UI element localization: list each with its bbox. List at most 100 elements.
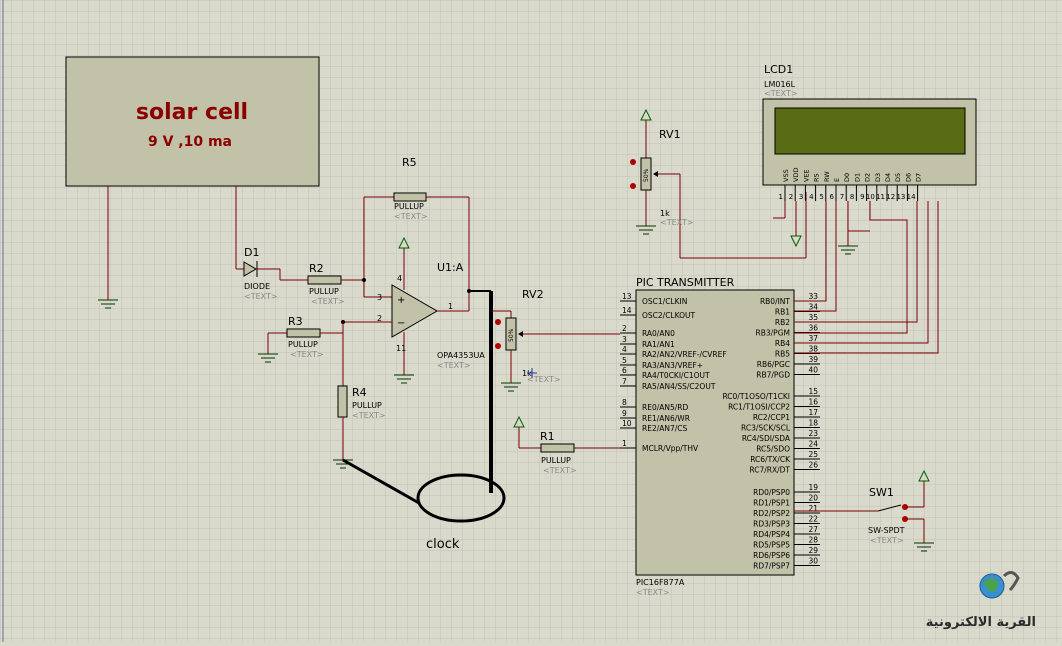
pic-pin-number: 37: [808, 334, 818, 343]
r1-text: <TEXT>: [543, 466, 577, 475]
lcd-pin-name: D2: [864, 173, 872, 182]
pic-pin-name: OSC2/CLKOUT: [642, 311, 696, 320]
pic-pin-name: RD0/PSP0: [753, 488, 790, 497]
pic-pin-name: RA0/AN0: [642, 329, 675, 338]
pic-pin-number: 28: [808, 536, 818, 545]
rv2-ref: RV2: [522, 288, 544, 301]
u1-pin1: 1: [448, 302, 453, 311]
r2-type: PULLUP: [309, 287, 339, 296]
pic-pin-number: 34: [808, 303, 818, 312]
lcd-pin-number: 12: [886, 193, 895, 201]
d1-text: <TEXT>: [244, 292, 278, 301]
resistor-r1[interactable]: R1 PULLUP <TEXT>: [513, 415, 620, 475]
lcd-pin-name: E: [833, 178, 841, 182]
pic-pin-name: RC5/SDO: [756, 445, 790, 454]
pic-pin-number: 8: [622, 398, 627, 407]
r5-text: <TEXT>: [394, 212, 428, 221]
pic-pin-number: 16: [808, 398, 818, 407]
pic-type: PIC16F877A: [636, 578, 685, 587]
r1-ref: R1: [540, 430, 555, 443]
d1-type: DIODE: [244, 282, 270, 291]
sw1-type: SW-SPDT: [868, 526, 905, 535]
pic-pin-number: 26: [808, 461, 818, 470]
pic-pin-name: MCLR/Vpp/THV: [642, 444, 699, 453]
r5-type: PULLUP: [394, 202, 424, 211]
d1-ref: D1: [244, 246, 259, 259]
lcd-pin-name: D1: [853, 173, 861, 182]
pic-pin-number: 33: [808, 292, 818, 301]
pic-pin-number: 22: [808, 515, 818, 524]
ground-symbol: [914, 542, 934, 552]
lcd-bus-wires: [794, 201, 939, 354]
pic-ref: PIC TRANSMITTER: [636, 276, 735, 289]
diode-d1[interactable]: D1 DIODE <TEXT>: [236, 246, 281, 301]
u1-type: OPA4353UA: [437, 351, 485, 360]
lcd-pin-name: VSS: [782, 169, 790, 182]
lcd-pin-name: RW: [823, 171, 831, 182]
pic-pin-name: RB1: [775, 308, 790, 317]
lcd-pin-number: 3: [799, 193, 803, 201]
pic-pin-name: RC2/CCP1: [753, 413, 790, 422]
sw1-text: <TEXT>: [870, 536, 904, 545]
lcd-pin-number: 2: [789, 193, 793, 201]
pic-pin-number: 4: [622, 345, 627, 354]
svg-text:+: +: [397, 295, 405, 306]
switch-sw1[interactable]: SW1 SW-SPDT <TEXT>: [794, 469, 930, 545]
r2-ref: R2: [309, 262, 324, 275]
pic-pin-number: 30: [808, 557, 818, 566]
potentiometer-rv1[interactable]: 50% RV1 1k <TEXT>: [630, 108, 807, 259]
resistor-r2[interactable]: R2 PULLUP <TEXT>: [280, 262, 364, 306]
pic-pin-name: RC0/T1OSO/T1CKI: [722, 392, 790, 401]
u1-ref: U1:A: [437, 261, 464, 274]
rv1-ref: RV1: [659, 128, 681, 141]
watermark-text: القرية الالكترونية: [926, 615, 1036, 630]
r3-ref: R3: [288, 315, 303, 328]
r1-type: PULLUP: [541, 456, 571, 465]
r4-ref: R4: [352, 386, 367, 399]
pic-pin-name: RD6/PSP6: [753, 551, 790, 560]
watermark: القرية الالكترونية: [926, 571, 1036, 630]
lcd-screen: [774, 107, 966, 155]
lcd-pin-number: 13: [896, 193, 905, 201]
pic-pin-number: 24: [808, 440, 818, 449]
lcd-display[interactable]: LCD1 LM016L <TEXT> VSS1VDD2VEE3RS4RW5E6D…: [762, 63, 977, 201]
potentiometer-rv2[interactable]: 50% RV2 1k <TEXT>: [491, 288, 620, 384]
pic-pin-name: RD1/PSP1: [753, 499, 790, 508]
cursor-icon: [527, 368, 537, 378]
pic-pin-name: RE1/AN6/WR: [642, 414, 690, 423]
resistor-r3[interactable]: R3 PULLUP <TEXT>: [267, 315, 343, 359]
r4-text: <TEXT>: [352, 411, 386, 420]
lcd-pin-number: 7: [840, 193, 844, 201]
pic-pin-name: RD5/PSP5: [753, 541, 790, 550]
lcd-pin-name: D0: [843, 173, 851, 182]
pic-pin-name: RB4: [775, 339, 790, 348]
pic-pin-name: RB6/PGC: [757, 360, 790, 369]
pic-pin-name: RA4/T0CKI/C1OUT: [642, 371, 710, 380]
pic-pin-number: 6: [622, 366, 627, 375]
pic-pin-number: 14: [622, 306, 632, 315]
opamp-u1a[interactable]: + − 4 3 2 11 1 U1:A OPA4353UA <TEXT>: [343, 248, 485, 375]
pic-microcontroller[interactable]: PIC TRANSMITTER PIC16F877A <TEXT> 13OSC1…: [620, 276, 820, 597]
pic-pin-number: 27: [808, 525, 818, 534]
resistor-r5[interactable]: R5 PULLUP <TEXT>: [364, 156, 469, 221]
resistor-r4[interactable]: R4 PULLUP <TEXT>: [337, 385, 386, 460]
lcd-pin-number: 4: [809, 193, 814, 201]
pic-pin-name: RB2: [775, 318, 790, 327]
lcd-pin-name: RS: [813, 173, 821, 182]
lcd-ref: LCD1: [764, 63, 793, 76]
ground-symbol: [258, 353, 278, 363]
u1-pin11: 11: [396, 344, 406, 353]
solar-cell-subtitle: 9 V ,10 ma: [148, 134, 232, 150]
pic-pin-number: 15: [808, 387, 818, 396]
pic-pin-name: RC4/SDI/SDA: [742, 434, 791, 443]
pic-pin-number: 20: [808, 494, 818, 503]
pic-pin-name: RD4/PSP4: [753, 530, 790, 539]
solar-cell[interactable]: solar cell 9 V ,10 ma: [65, 56, 320, 187]
pic-pin-number: 1: [622, 439, 627, 448]
ground-symbol: [501, 382, 521, 392]
pic-pin-name: RD2/PSP2: [753, 509, 790, 518]
pic-pin-number: 40: [808, 366, 818, 375]
lcd-pin-number: 6: [830, 193, 835, 201]
lcd-pin-number: 5: [819, 193, 823, 201]
